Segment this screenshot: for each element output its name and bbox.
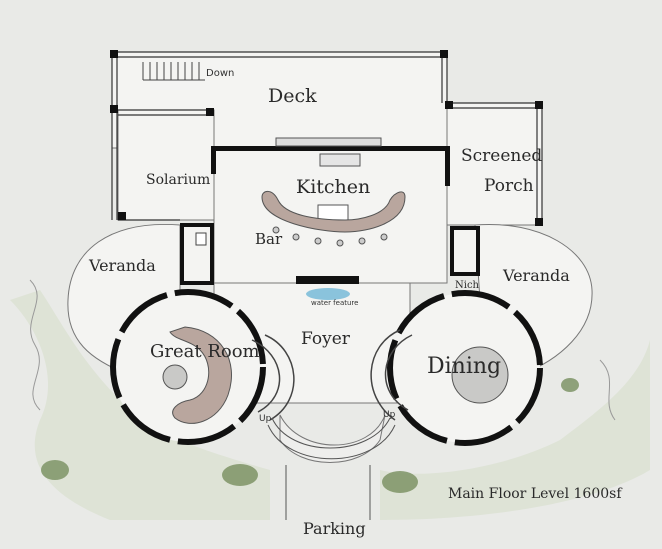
great-room-tower bbox=[110, 289, 266, 445]
bar-counter bbox=[261, 190, 406, 247]
railing-posts bbox=[110, 50, 543, 226]
bar-label: Bar bbox=[255, 230, 283, 248]
plan-caption: Main Floor Level 1600sf bbox=[448, 486, 622, 502]
water-feature bbox=[296, 276, 359, 300]
stairs-up-right-label: Up bbox=[383, 410, 396, 420]
toilet-icon bbox=[195, 232, 207, 246]
veranda-right-label: Veranda bbox=[503, 266, 570, 285]
stairs-down-label: Down bbox=[206, 68, 235, 79]
stairs-up-left-label: Up bbox=[259, 414, 272, 424]
dining-label: Dining bbox=[427, 354, 502, 379]
foyer-label: Foyer bbox=[301, 329, 350, 349]
water-feature-label: water feature bbox=[311, 299, 359, 307]
deck-stairs bbox=[142, 62, 205, 81]
service-rooms bbox=[180, 223, 480, 285]
solarium-label: Solarium bbox=[146, 172, 211, 188]
railings bbox=[111, 51, 543, 225]
screened-porch-label-line2: Porch bbox=[484, 176, 534, 196]
great-room-label: Great Room bbox=[150, 341, 260, 362]
deck-label: Deck bbox=[268, 85, 317, 107]
landscape bbox=[10, 279, 650, 520]
parking-label: Parking bbox=[303, 519, 366, 538]
niche-label: Nich bbox=[455, 280, 479, 291]
spiral-stairs bbox=[251, 329, 413, 421]
dining-tower bbox=[387, 290, 543, 446]
screened-porch-label-line1: Screened bbox=[461, 146, 543, 166]
entry-steps bbox=[267, 417, 396, 520]
kitchen-label: Kitchen bbox=[296, 176, 371, 198]
veranda-left-label: Veranda bbox=[89, 256, 156, 275]
